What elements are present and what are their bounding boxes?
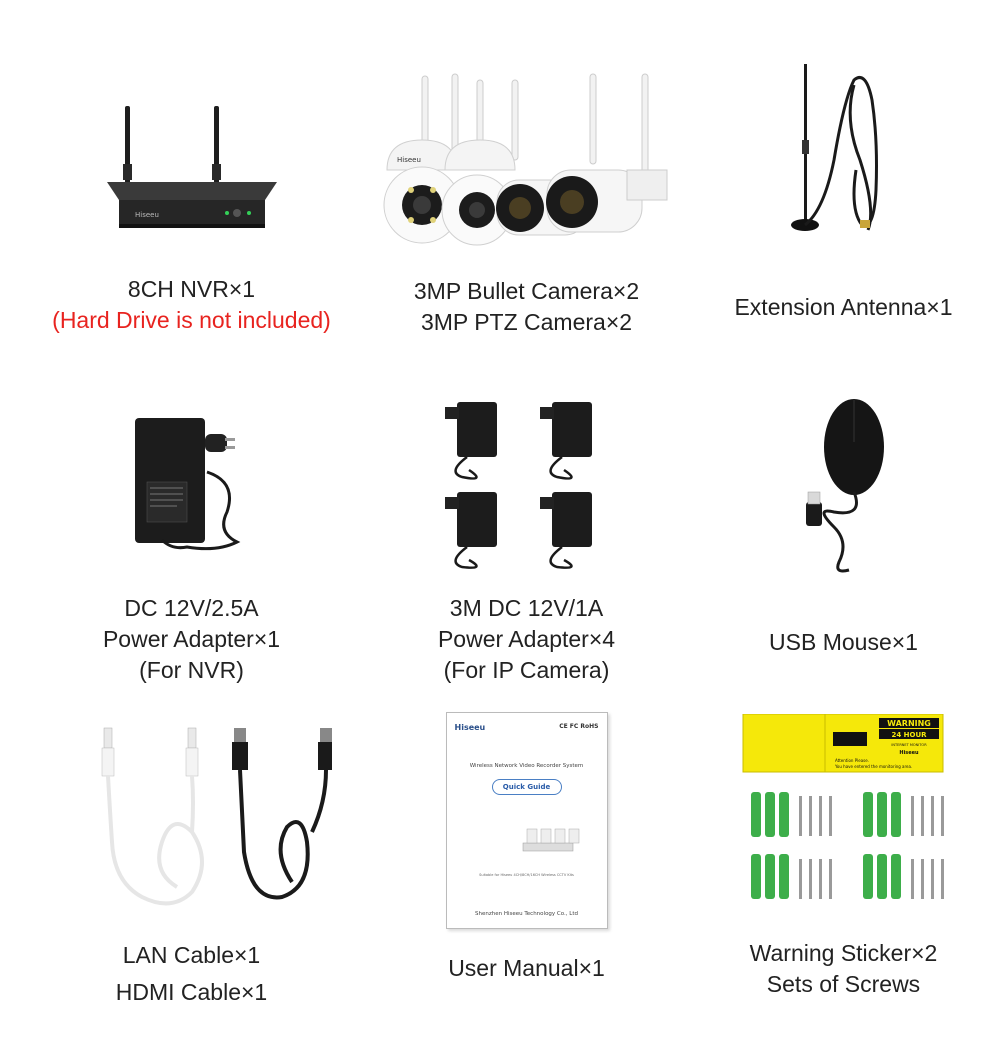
cables-image xyxy=(25,722,358,922)
cameras-image: Hiseeu xyxy=(360,70,693,250)
nvr-adapter-image xyxy=(25,412,358,562)
stickers-screws-image: WARNING 24 HOUR INTERNET MONITOR Hiseeu … xyxy=(677,714,1000,914)
caption-camera-adapters: 3M DC 12V/1A Power Adapter×4 (For IP Cam… xyxy=(360,593,693,686)
caption-cables: LAN Cable×1 HDMI Cable×1 xyxy=(25,940,358,1008)
caption-line: Power Adapter×4 xyxy=(437,626,616,652)
caption-line: Extension Antenna×1 xyxy=(734,294,953,320)
caption-line: USB Mouse×1 xyxy=(769,629,918,655)
mouse-image xyxy=(677,392,1000,582)
sticker-brand: Hiseeu xyxy=(899,750,919,756)
adapter-4 xyxy=(539,492,592,569)
logo-text: Hiseeu xyxy=(397,156,421,164)
caption-line: LAN Cable×1 xyxy=(122,942,261,968)
caption-antenna: Extension Antenna×1 xyxy=(677,292,1000,323)
manual-image: Hiseeu CE FC RoHS Wireless Network Video… xyxy=(360,712,693,929)
adapter-1 xyxy=(444,402,497,480)
caption-line: Sets of Screws xyxy=(766,971,921,997)
manual-quick-guide-badge: Quick Guide xyxy=(491,779,562,795)
caption-line: 3MP PTZ Camera×2 xyxy=(420,309,633,335)
sticker-sub2: INTERNET MONITOR xyxy=(891,743,927,747)
sticker-text-1: Attention Please. xyxy=(835,758,869,763)
caption-line: (For NVR) xyxy=(139,657,244,683)
caption-line: 8CH NVR×1 xyxy=(127,276,256,302)
caption-line: HDMI Cable×1 xyxy=(115,979,268,1005)
manual-booklet: Hiseeu CE FC RoHS Wireless Network Video… xyxy=(445,712,608,929)
antenna-image xyxy=(677,60,1000,240)
adapter-2 xyxy=(539,402,592,480)
nvr-image: Hiseeu xyxy=(25,100,358,240)
camera-adapters-image xyxy=(360,392,693,572)
manual-suitable: Suitable for Hiseeu 4CH/8CH/16CH Wireles… xyxy=(479,873,574,877)
caption-cameras: 3MP Bullet Camera×2 3MP PTZ Camera×2 xyxy=(360,276,693,338)
adapter-3 xyxy=(444,492,497,569)
manual-illustration xyxy=(522,828,579,852)
caption-nvr: 8CH NVR×1 (Hard Drive is not included) xyxy=(25,274,358,336)
caption-line: (For IP Camera) xyxy=(443,657,610,683)
caption-note: (Hard Drive is not included) xyxy=(52,307,331,333)
caption-stickers-screws: Warning Sticker×2 Sets of Screws xyxy=(677,938,1000,1000)
caption-nvr-adapter: DC 12V/2.5A Power Adapter×1 (For NVR) xyxy=(25,593,358,686)
caption-mouse: USB Mouse×1 xyxy=(677,627,1000,658)
sticker-heading: WARNING xyxy=(887,719,931,728)
manual-brand: Hiseeu xyxy=(454,723,486,732)
manual-cert: CE FC RoHS xyxy=(559,723,599,730)
caption-line: 3MP Bullet Camera×2 xyxy=(413,278,640,304)
caption-line: 3M DC 12V/1A xyxy=(449,595,604,621)
manual-company: Shenzhen Hiseeu Technology Co., Ltd xyxy=(475,911,578,917)
sticker-text-2: You have entered the monitoring area. xyxy=(834,764,912,769)
caption-line: Power Adapter×1 xyxy=(102,626,281,652)
caption-line: Warning Sticker×2 xyxy=(749,940,938,966)
caption-line: DC 12V/2.5A xyxy=(124,595,259,621)
caption-line: User Manual×1 xyxy=(448,955,605,981)
svg-text:Hiseeu: Hiseeu xyxy=(135,211,159,219)
sticker-sub: 24 HOUR xyxy=(891,731,927,739)
caption-manual: User Manual×1 xyxy=(360,953,693,984)
manual-subtitle: Wireless Network Video Recorder System xyxy=(469,763,584,769)
